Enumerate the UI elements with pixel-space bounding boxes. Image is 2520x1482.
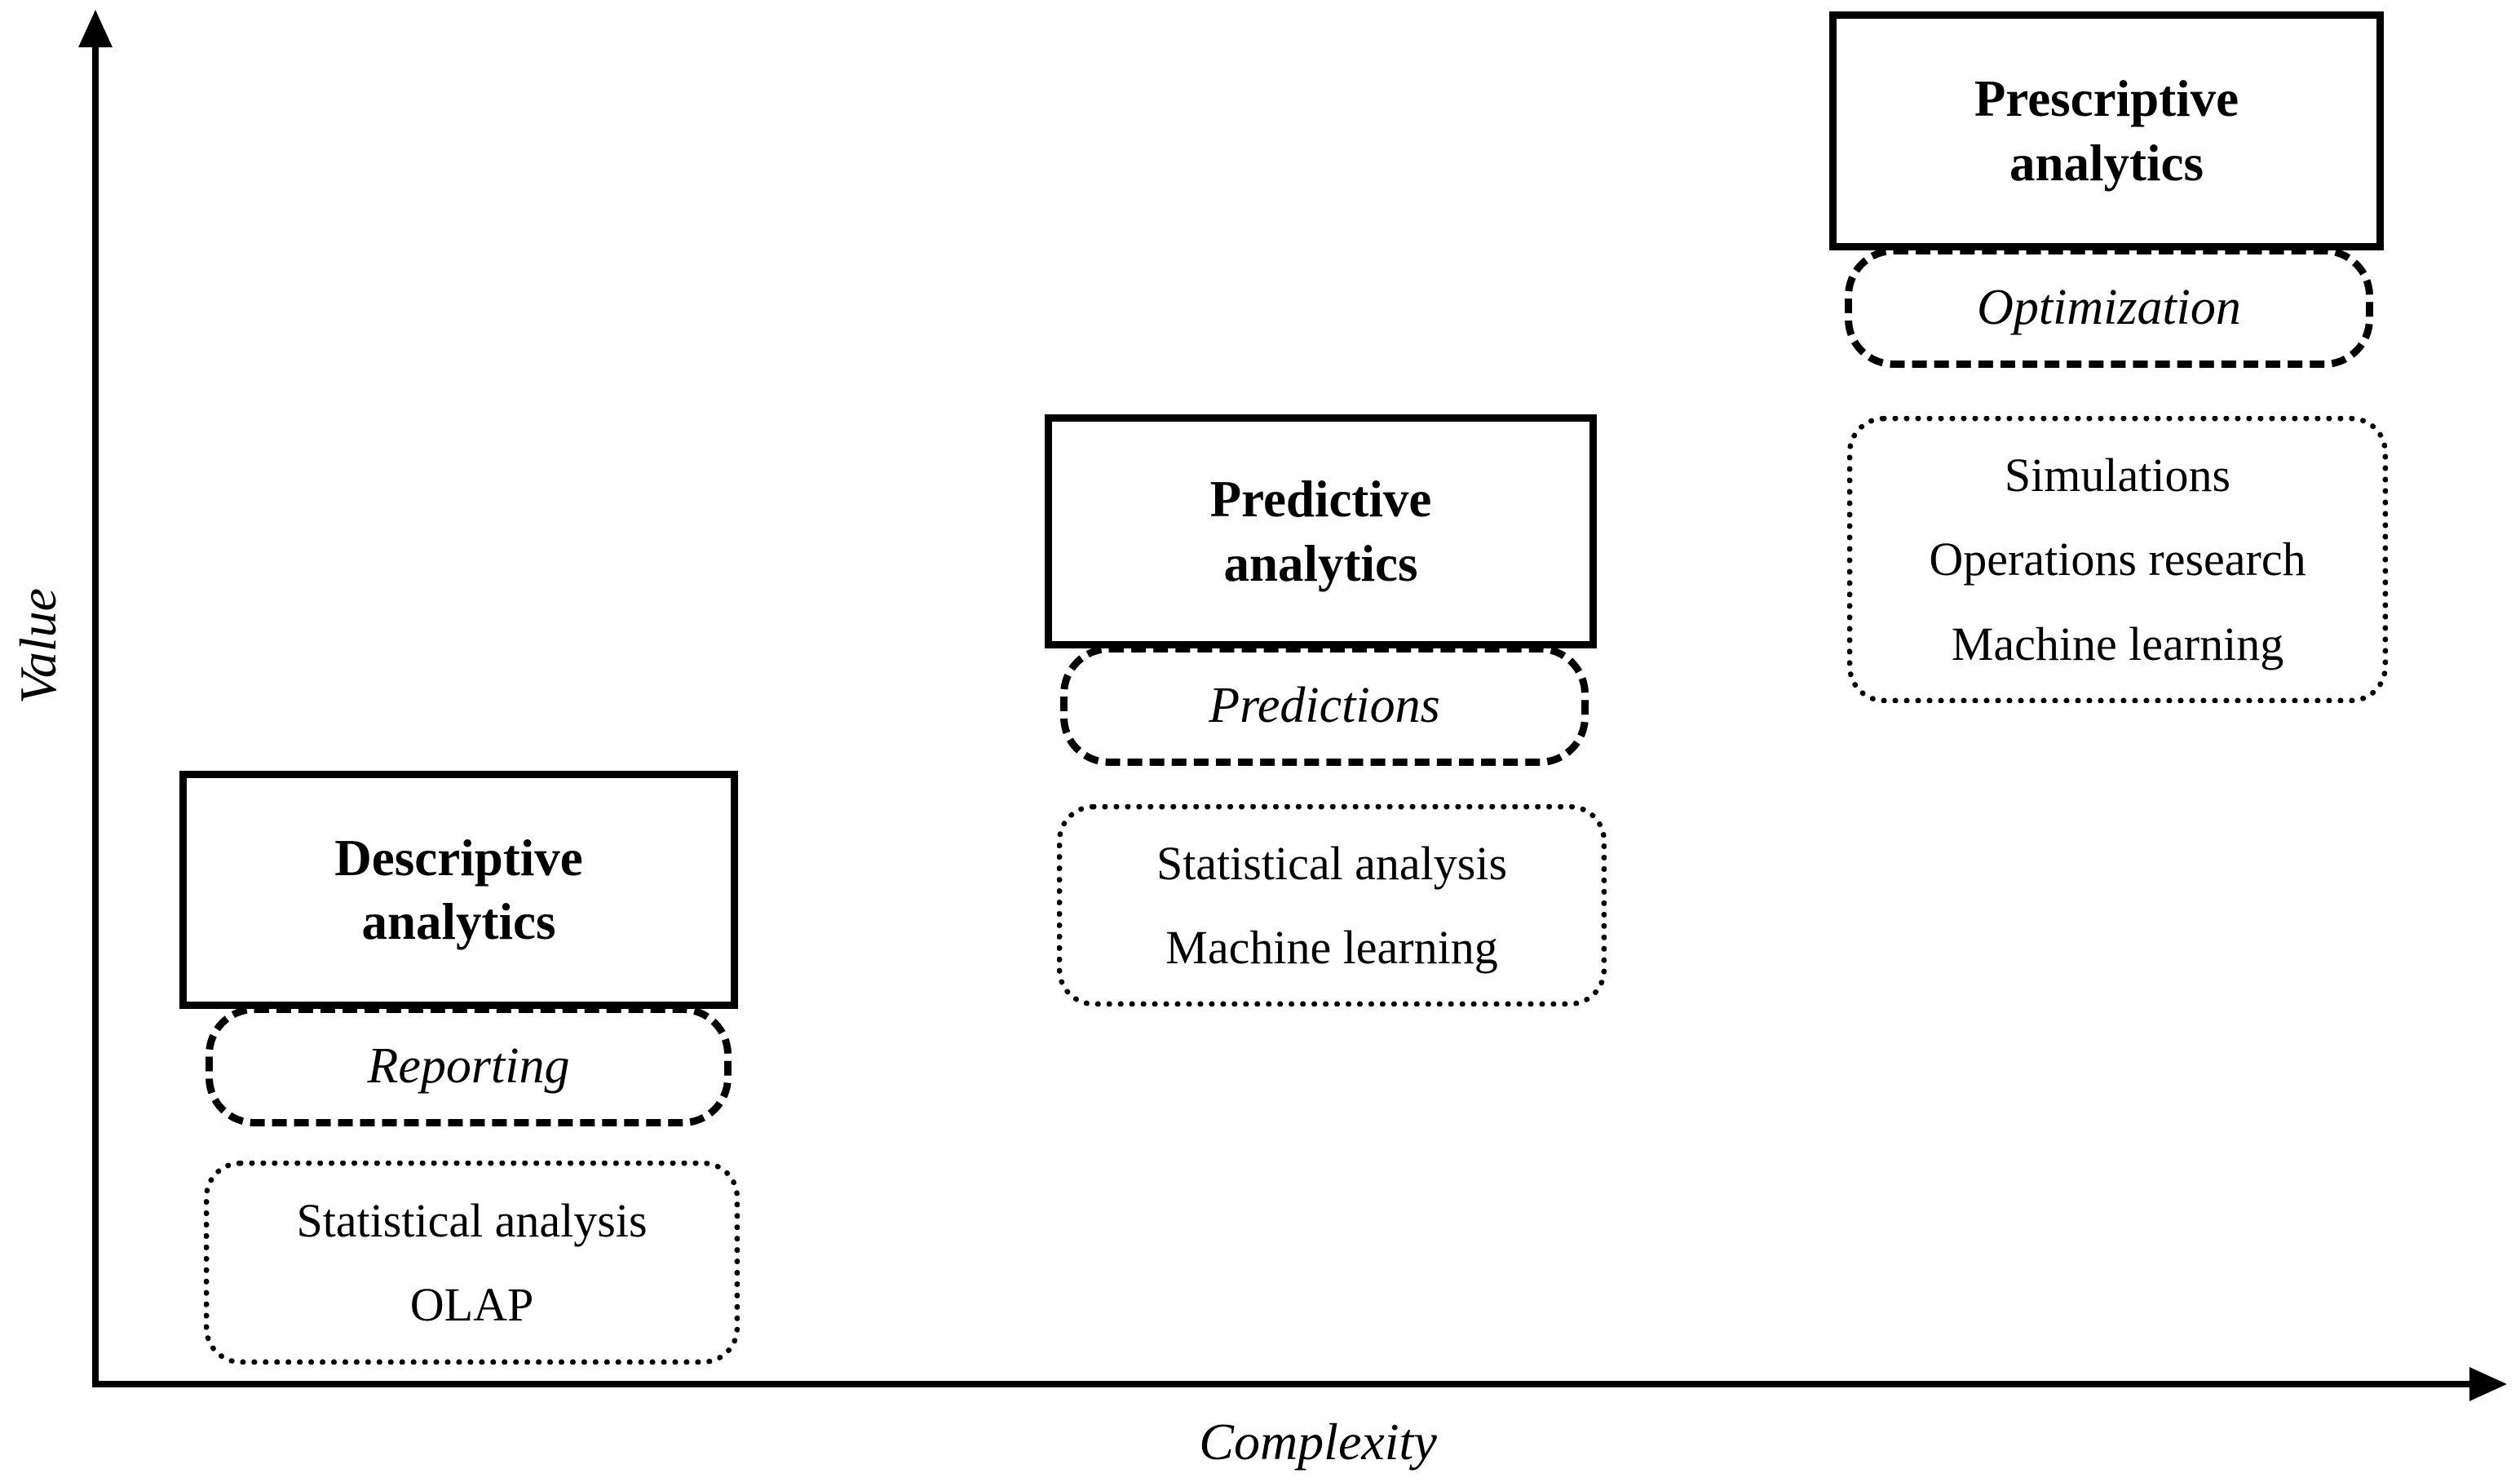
- descriptive-analytics-box: Descriptive analytics: [179, 771, 738, 1009]
- technique-item: OLAP: [409, 1278, 534, 1331]
- technique-item: Machine learning: [1165, 921, 1498, 974]
- x-axis-line: [92, 1381, 2474, 1387]
- technique-item: Statistical analysis: [1156, 836, 1508, 890]
- prescriptive-analytics-title: Prescriptive analytics: [1974, 70, 2239, 192]
- y-axis-arrow-icon: [78, 10, 113, 47]
- descriptive-output-pill: Reporting: [206, 1006, 732, 1126]
- technique-item: Machine learning: [1951, 617, 2284, 670]
- descriptive-analytics-title: Descriptive analytics: [334, 829, 583, 950]
- prescriptive-techniques-box: Simulations Operations research Machine …: [1847, 416, 2388, 703]
- technique-item: Operations research: [1929, 533, 2306, 586]
- technique-item: Simulations: [2004, 449, 2231, 502]
- x-axis-arrow-icon: [2469, 1367, 2507, 1401]
- descriptive-output-label: Reporting: [367, 1037, 570, 1094]
- prescriptive-analytics-box: Prescriptive analytics: [1829, 11, 2384, 250]
- prescriptive-output-label: Optimization: [1977, 279, 2241, 335]
- predictive-output-label: Predictions: [1209, 677, 1440, 733]
- y-axis-label: Value: [9, 587, 67, 705]
- technique-item: Statistical analysis: [296, 1193, 648, 1247]
- predictive-analytics-box: Predictive analytics: [1045, 414, 1597, 648]
- predictive-techniques-box: Statistical analysis Machine learning: [1057, 804, 1607, 1006]
- x-axis-label: Complexity: [1199, 1413, 1437, 1471]
- predictive-analytics-title: Predictive analytics: [1209, 471, 1432, 592]
- predictive-output-pill: Predictions: [1060, 645, 1589, 766]
- descriptive-techniques-box: Statistical analysis OLAP: [204, 1161, 740, 1365]
- y-axis-line: [92, 33, 99, 1387]
- prescriptive-output-pill: Optimization: [1845, 247, 2373, 368]
